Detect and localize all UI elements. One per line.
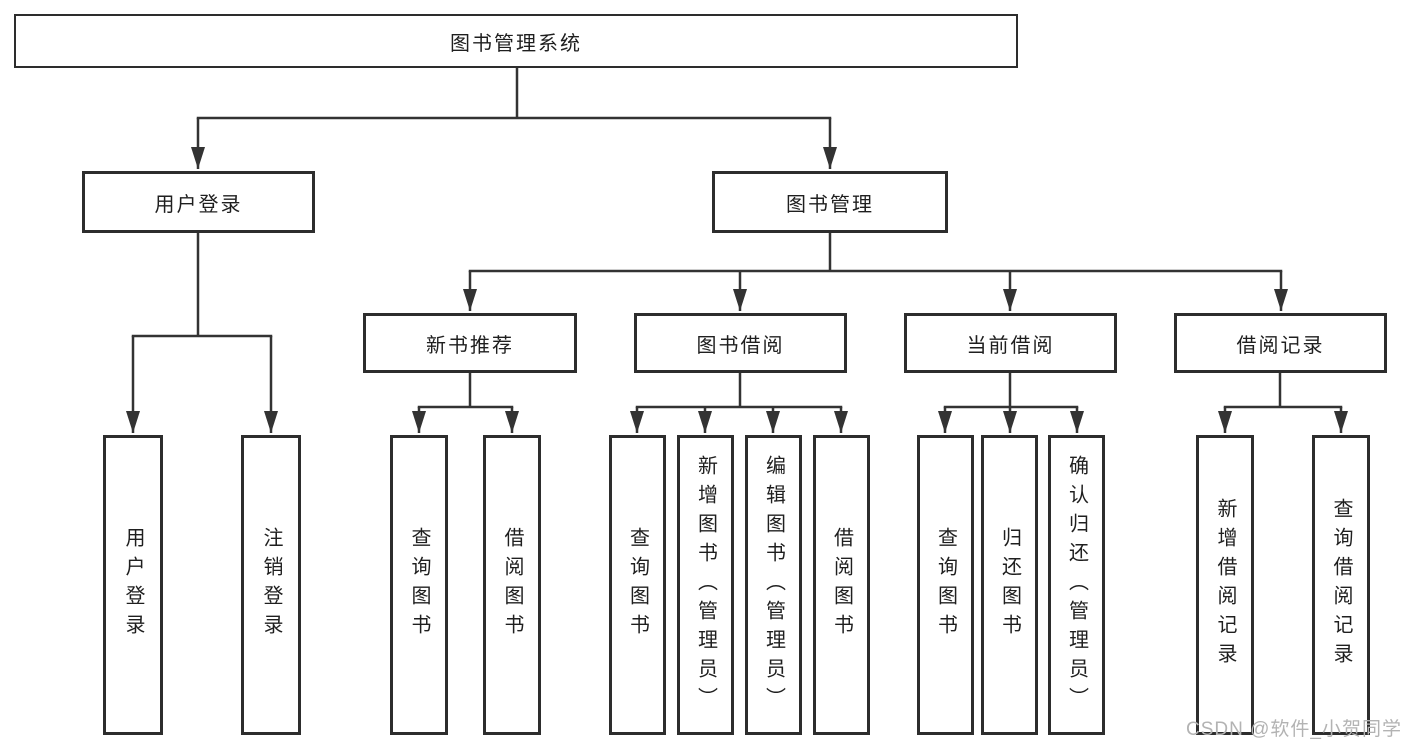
leaf-current-return: 归还图书 [981,435,1038,735]
leaf-borrow-borrow: 借阅图书 [813,435,870,735]
leaf-current-query: 查询图书 [917,435,974,735]
node-user-login: 用户登录 [82,171,315,233]
node-borrow-records: 借阅记录 [1174,313,1387,373]
leaf-current-confirm-admin: 确认归还（管理员） [1048,435,1105,735]
node-new-book-recommend: 新书推荐 [363,313,577,373]
node-book-borrow: 图书借阅 [634,313,847,373]
leaf-records-query: 查询借阅记录 [1312,435,1370,735]
leaf-records-add: 新增借阅记录 [1196,435,1254,735]
leaf-borrow-query: 查询图书 [609,435,666,735]
leaf-logout: 注销登录 [241,435,301,735]
node-current-borrow: 当前借阅 [904,313,1117,373]
connector-trunks [131,66,1343,409]
node-library-system: 图书管理系统 [14,14,1018,68]
leaf-newbook-query: 查询图书 [390,435,448,735]
csdn-watermark: CSDN @软件_小贺同学 [1186,719,1402,740]
leaf-borrow-add-admin: 新增图书（管理员） [677,435,734,735]
leaf-user-login: 用户登录 [103,435,163,735]
leaf-newbook-borrow: 借阅图书 [483,435,541,735]
node-book-management: 图书管理 [712,171,948,233]
leaf-borrow-edit-admin: 编辑图书（管理员） [745,435,802,735]
